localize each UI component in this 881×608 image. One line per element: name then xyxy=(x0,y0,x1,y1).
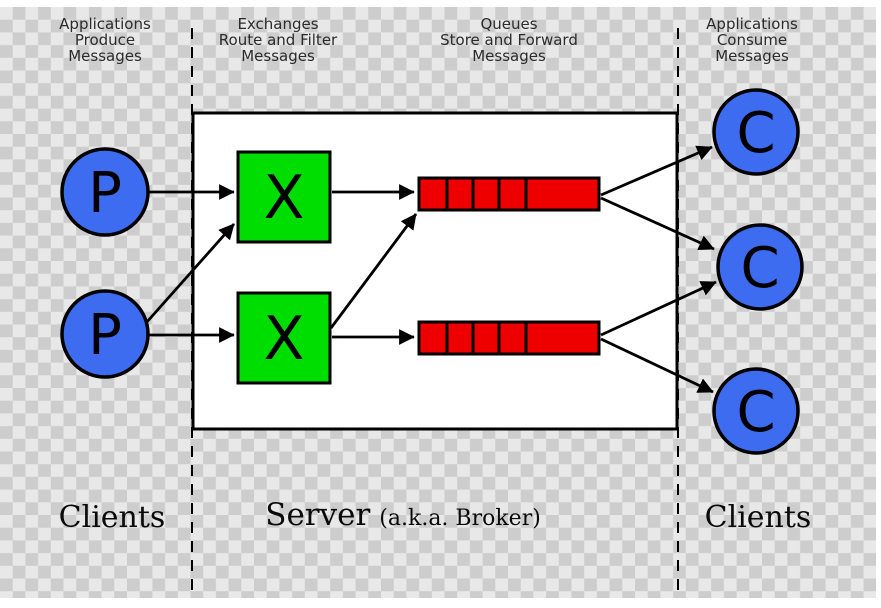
queue-2-body xyxy=(417,320,601,356)
arrow-queue1-consumer1 xyxy=(600,145,713,197)
exchange-1-letter: X xyxy=(263,163,304,233)
clients-right-label: Clients xyxy=(705,500,812,535)
producer-node-1 xyxy=(60,147,150,237)
exchange-2-letter: X xyxy=(263,304,304,374)
top-label-line: Queues xyxy=(480,15,537,33)
top-label-line: Messages xyxy=(472,47,546,65)
arrow-queue2-consumer2 xyxy=(600,280,717,337)
producer-2-letter: P xyxy=(88,303,122,368)
top-label-producers: Applications Produce Messages xyxy=(59,15,151,65)
server-label: Server (a.k.a. Broker) xyxy=(265,497,541,533)
top-label-line: Store and Forward xyxy=(440,31,578,49)
arrow-queue1-consumer2 xyxy=(600,196,715,251)
top-label-line: Applications xyxy=(706,15,798,33)
top-label-queues: Queues Store and Forward Messages xyxy=(440,15,578,65)
top-label-line: Route and Filter xyxy=(219,31,338,49)
top-label-consumers: Applications Consume Messages xyxy=(706,15,798,65)
top-label-line: Messages xyxy=(68,47,142,65)
consumer-node-2 xyxy=(716,223,804,311)
arrow-layer xyxy=(144,145,717,394)
top-label-line: Messages xyxy=(241,47,315,65)
queue-1 xyxy=(417,176,601,212)
top-label-line: Produce xyxy=(75,31,135,49)
arrow-exchange2-queue1 xyxy=(329,213,418,329)
queue-2 xyxy=(417,320,601,356)
producer-node-2 xyxy=(60,289,150,379)
top-label-line: Applications xyxy=(59,15,151,33)
server-label-main: Server xyxy=(265,497,370,533)
top-label-exchanges: Exchanges Route and Filter Messages xyxy=(219,15,338,65)
server-label-note: (a.k.a. Broker) xyxy=(379,506,541,531)
consumer-node-1 xyxy=(712,88,800,176)
exchange-box-2 xyxy=(236,291,332,385)
producer-1-letter: P xyxy=(88,161,122,226)
consumer-1-letter: C xyxy=(736,101,775,166)
consumer-node-3 xyxy=(712,367,800,455)
arrow-producer2-exchange1 xyxy=(144,223,236,324)
top-label-line: Exchanges xyxy=(237,15,318,33)
top-label-line: Messages xyxy=(715,47,789,65)
queue-1-body xyxy=(417,176,601,212)
consumer-3-letter: C xyxy=(736,380,775,445)
consumer-2-letter: C xyxy=(740,236,779,301)
arrow-queue2-consumer3 xyxy=(600,337,714,394)
exchange-box-1 xyxy=(236,150,332,244)
top-label-line: Consume xyxy=(717,31,787,49)
clients-left-label: Clients xyxy=(59,500,166,535)
